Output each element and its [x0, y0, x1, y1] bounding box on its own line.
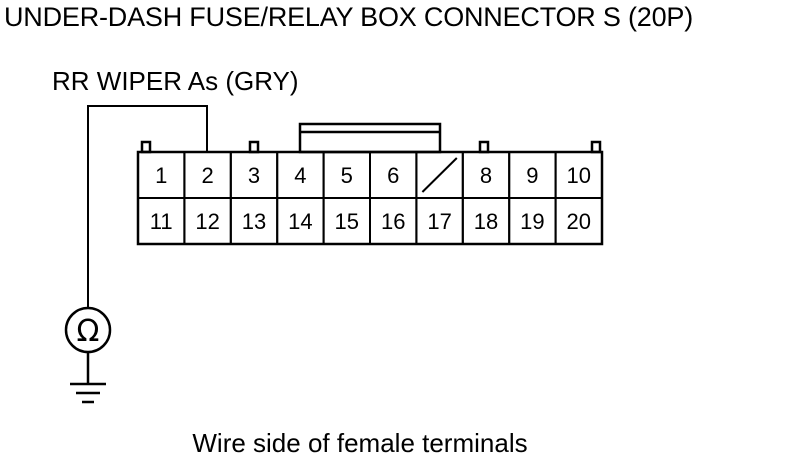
wire-label: RR WIPER As (GRY): [52, 66, 299, 96]
terminal-number: 8: [480, 163, 492, 188]
empty-cavity-mark: [421, 157, 458, 193]
terminal-number: 19: [520, 209, 544, 234]
terminal-number: 13: [242, 209, 266, 234]
terminal-number: 11: [150, 209, 173, 234]
diagram-title: UNDER-DASH FUSE/RELAY BOX CONNECTOR S (2…: [4, 2, 694, 32]
terminal-number: 10: [567, 163, 591, 188]
terminal-number: 3: [248, 163, 260, 188]
terminal-number: 6: [387, 163, 399, 188]
connector-key-left: [140, 140, 152, 154]
ohm-symbol: Ω: [77, 314, 100, 349]
terminal-number: 2: [201, 163, 213, 188]
terminal-number: 17: [427, 209, 451, 234]
connector-lock-tab: [298, 122, 442, 154]
terminal-number: 18: [474, 209, 498, 234]
connector-key: [478, 140, 490, 154]
ohmmeter-icon: Ω: [64, 306, 112, 354]
connector-key-right: [590, 140, 602, 154]
diagram-caption: Wire side of female terminals: [192, 428, 528, 458]
ground-icon: [70, 352, 106, 404]
terminal-number: 16: [381, 209, 405, 234]
terminal-number: 9: [526, 163, 538, 188]
terminal-number: 1: [155, 163, 167, 188]
terminal-number: 4: [294, 163, 306, 188]
terminal-cell: [554, 197, 603, 245]
terminal-number: 15: [335, 209, 359, 234]
terminal-number: 20: [567, 209, 591, 234]
terminal-number: 14: [288, 209, 312, 234]
connector-key: [248, 140, 260, 154]
test-lead: [87, 105, 208, 308]
terminal-number: 12: [195, 209, 219, 234]
terminal-number: 5: [341, 163, 353, 188]
